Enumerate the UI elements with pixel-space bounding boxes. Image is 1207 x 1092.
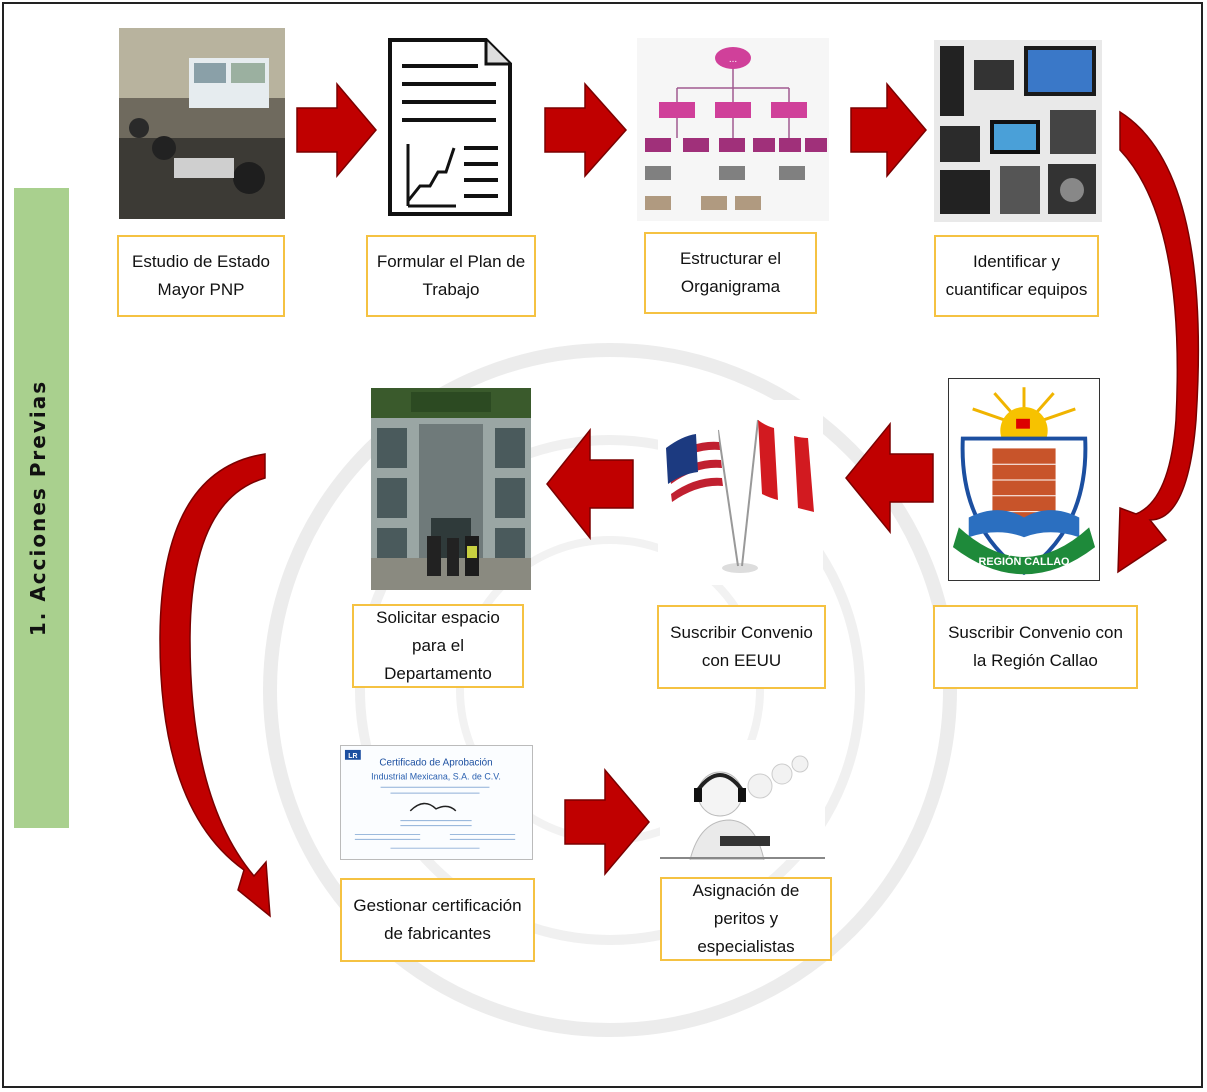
step-4-label: Identificar y cuantificar equipos: [934, 235, 1099, 317]
step-9-label: Asignación de peritos y especialistas: [660, 877, 832, 961]
side-panel: 1. Acciones Previas: [14, 188, 69, 828]
step-1-image: [119, 28, 285, 219]
step-5-label: Suscribir Convenio con la Región Callao: [933, 605, 1138, 689]
step-4-image: [934, 40, 1102, 222]
step-1-label: Estudio de Estado Mayor PNP: [117, 235, 285, 317]
step-8-image: LR Certificado de Aprobación Industrial …: [340, 745, 533, 860]
step-7-label: Solicitar espacio para el Departamento: [352, 604, 524, 688]
step-8-label: Gestionar certificación de fabricantes: [340, 878, 535, 962]
step-7-image: [371, 388, 531, 590]
cert-title: Certificado de Aprobación: [379, 758, 492, 769]
step-2-label: Formular el Plan de Trabajo: [366, 235, 536, 317]
org-top-text: ...: [729, 54, 737, 65]
step-9-image: [660, 740, 825, 860]
cert-company: Industrial Mexicana, S.A. de C.V.: [371, 771, 501, 781]
side-label: 1. Acciones Previas: [26, 379, 50, 637]
step-3-label: Estructurar el Organigrama: [644, 232, 817, 314]
step-5-image: REGIÓN CALLAO: [948, 378, 1100, 581]
callao-emblem-text: REGIÓN CALLAO: [979, 555, 1070, 568]
step-6-image: [658, 400, 823, 585]
step-6-label: Suscribir Convenio con EEUU: [657, 605, 826, 689]
step-3-image: ...: [637, 38, 829, 221]
step-2-image: [386, 36, 514, 218]
cert-logo-text: LR: [348, 753, 357, 760]
